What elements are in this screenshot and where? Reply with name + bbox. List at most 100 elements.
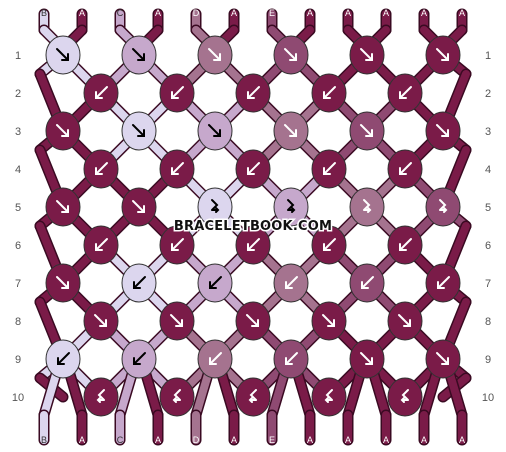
down-left-arrow-icon [323, 238, 336, 251]
knot [387, 225, 423, 265]
knot [121, 35, 157, 75]
knot [425, 339, 461, 379]
knot [83, 225, 119, 265]
strand-label-bottom: A [421, 435, 427, 445]
knot [311, 225, 347, 265]
strand-segment [420, 367, 441, 419]
strand-label-top: A [231, 8, 237, 18]
down-left-arrow-icon [57, 352, 70, 365]
knot [311, 301, 347, 341]
knot [159, 377, 195, 417]
down-right-arrow-icon [132, 48, 145, 61]
down-right-arrow-icon [284, 124, 297, 137]
back-forward-arrow-icon [248, 389, 257, 403]
forward-back-arrow-icon [211, 199, 220, 213]
knot [45, 339, 81, 379]
strand-segment [344, 367, 365, 419]
strand-label-top: A [345, 8, 351, 18]
down-right-arrow-icon [56, 276, 69, 289]
down-right-arrow-icon [94, 314, 107, 327]
down-right-arrow-icon [360, 124, 373, 137]
knot [159, 73, 195, 113]
strand-label-top: A [383, 8, 389, 18]
knot [235, 225, 271, 265]
knot [387, 377, 423, 417]
down-left-arrow-icon [323, 162, 336, 175]
row-label-right: 1 [485, 50, 491, 62]
strand-label-top: A [307, 8, 313, 18]
knot [159, 149, 195, 189]
strand-label-bottom: A [231, 435, 237, 445]
down-right-arrow-icon [170, 314, 183, 327]
down-left-arrow-icon [133, 276, 146, 289]
knot [349, 263, 385, 303]
row-label-left: 8 [15, 316, 21, 328]
down-left-arrow-icon [171, 86, 184, 99]
back-forward-arrow-icon [324, 389, 333, 403]
back-forward-arrow-icon [172, 389, 181, 403]
strand-label-bottom: A [383, 435, 389, 445]
knot [235, 149, 271, 189]
down-left-arrow-icon [209, 352, 222, 365]
strand-label-bottom: B [41, 435, 47, 445]
strand-label-top: E [269, 8, 275, 18]
knot [425, 35, 461, 75]
knot [387, 149, 423, 189]
knot [159, 301, 195, 341]
knot [83, 301, 119, 341]
knot [197, 187, 233, 227]
down-left-arrow-icon [399, 86, 412, 99]
down-left-arrow-icon [399, 162, 412, 175]
strand-segment [369, 367, 390, 419]
down-left-arrow-icon [399, 238, 412, 251]
strand-segment [116, 367, 137, 419]
down-left-arrow-icon [95, 86, 108, 99]
forward-back-arrow-icon [363, 199, 372, 213]
down-left-arrow-icon [247, 238, 260, 251]
knot [45, 35, 81, 75]
row-label-left: 6 [15, 240, 21, 252]
knot [273, 35, 309, 75]
strand-label-bottom: A [459, 435, 465, 445]
down-right-arrow-icon [322, 314, 335, 327]
down-left-arrow-icon [323, 86, 336, 99]
knot [83, 73, 119, 113]
knot [121, 339, 157, 379]
strand-label-top: C [117, 8, 124, 18]
down-left-arrow-icon [437, 276, 450, 289]
strand-label-top: A [79, 8, 85, 18]
knot [83, 149, 119, 189]
down-right-arrow-icon [208, 124, 221, 137]
strand-segment [445, 367, 466, 419]
knot [121, 187, 157, 227]
knot [425, 111, 461, 151]
knot [311, 73, 347, 113]
down-right-arrow-icon [436, 48, 449, 61]
down-left-arrow-icon [209, 276, 222, 289]
row-label-left: 9 [15, 354, 21, 366]
strand-label-top: D [193, 8, 200, 18]
down-right-arrow-icon [360, 352, 373, 365]
down-right-arrow-icon [208, 48, 221, 61]
strand-label-bottom: A [345, 435, 351, 445]
knot-grid [45, 35, 461, 417]
knot [235, 377, 271, 417]
strand-label-bottom: A [155, 435, 161, 445]
down-left-arrow-icon [95, 238, 108, 251]
down-right-arrow-icon [360, 48, 373, 61]
down-right-arrow-icon [132, 200, 145, 213]
back-forward-arrow-icon [96, 389, 105, 403]
knot [45, 187, 81, 227]
down-left-arrow-icon [171, 238, 184, 251]
row-label-right: 4 [485, 164, 491, 176]
down-right-arrow-icon [56, 200, 69, 213]
row-label-left: 2 [15, 88, 21, 100]
knot [121, 263, 157, 303]
knot [349, 187, 385, 227]
knot [311, 377, 347, 417]
strand-label-top: A [155, 8, 161, 18]
down-right-arrow-icon [132, 124, 145, 137]
knot [425, 187, 461, 227]
strand-segment [40, 367, 61, 419]
